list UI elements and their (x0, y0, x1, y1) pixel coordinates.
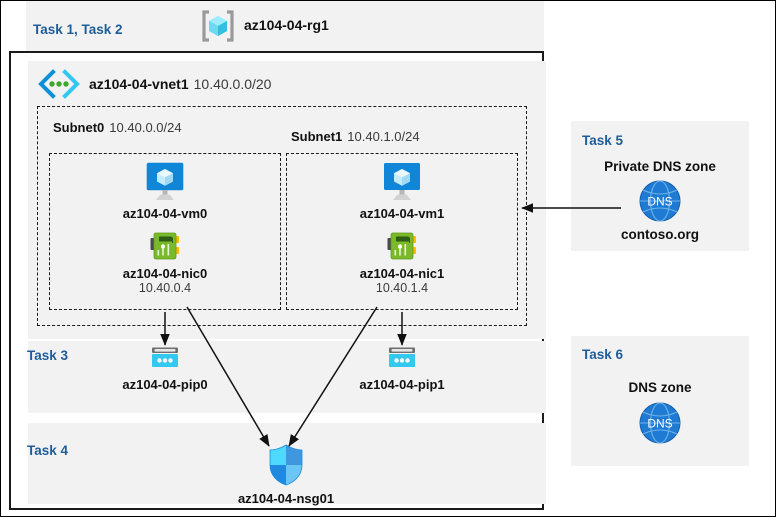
subnet1-name: Subnet1 (291, 129, 343, 144)
network-interface-icon (385, 229, 419, 263)
network-security-group-icon (266, 443, 306, 487)
nsg-node[interactable]: az104-04-nsg01 (216, 443, 356, 506)
subnet1-cidr: 10.40.1.0/24 (347, 129, 420, 144)
task6-panel (571, 336, 749, 466)
public-ip-address-icon (149, 345, 181, 373)
virtual-machine-icon (142, 161, 188, 203)
task-label-1-2: Task 1, Task 2 (33, 22, 123, 37)
dns-zone-node[interactable]: DNS zone DNS (571, 380, 749, 446)
svg-text:DNS: DNS (647, 195, 672, 209)
resource-group-name: az104-04-rg1 (244, 17, 329, 33)
nsg-name: az104-04-nsg01 (237, 491, 335, 506)
nic0-ip: 10.40.0.4 (138, 281, 192, 295)
vm1-name: az104-04-vm1 (359, 206, 445, 221)
subnets-region (37, 106, 527, 326)
subnet0-cidr: 10.40.0.0/24 (109, 120, 182, 135)
vm0-node[interactable]: az104-04-vm0 (105, 161, 225, 221)
subnet0-name: Subnet0 (53, 120, 105, 135)
dns-zone-icon: DNS (637, 400, 683, 446)
pip1-node[interactable]: az104-04-pip1 (342, 345, 462, 392)
nic1-ip: 10.40.1.4 (375, 281, 429, 295)
task-label-5: Task 5 (582, 133, 624, 148)
nic0-name: az104-04-nic0 (122, 266, 208, 281)
pip0-name: az104-04-pip0 (122, 377, 208, 392)
subnet1-title: Subnet1 10.40.1.0/24 (291, 129, 420, 144)
dns-zone-icon: DNS (637, 178, 683, 224)
vnet-title: az104-04-vnet1 10.40.0.0/20 (89, 76, 271, 92)
nic1-name: az104-04-nic1 (359, 266, 445, 281)
private-dns-zone-node[interactable]: Private DNS zone DNS contoso.org (571, 159, 749, 242)
private-dns-zone-title: Private DNS zone (604, 159, 716, 174)
nic1-node[interactable]: az104-04-nic1 10.40.1.4 (342, 229, 462, 295)
virtual-network-icon (37, 69, 81, 99)
resource-group-icon (200, 8, 236, 44)
nic0-node[interactable]: az104-04-nic0 10.40.0.4 (105, 229, 225, 295)
task-label-3: Task 3 (27, 348, 69, 363)
virtual-machine-icon (379, 161, 425, 203)
vm0-name: az104-04-vm0 (122, 206, 208, 221)
vm1-node[interactable]: az104-04-vm1 (342, 161, 462, 221)
private-dns-zone-name: contoso.org (621, 227, 699, 242)
svg-text:DNS: DNS (647, 417, 672, 431)
vnet-container (9, 51, 546, 510)
pip1-name: az104-04-pip1 (359, 377, 445, 392)
subnet0-box (49, 153, 281, 310)
subnet0-title: Subnet0 10.40.0.0/24 (53, 120, 182, 135)
vnet-address-space: 10.40.0.0/20 (193, 76, 272, 92)
task-label-6: Task 6 (582, 347, 624, 362)
task3-panel (28, 341, 546, 413)
network-interface-icon (148, 229, 182, 263)
task-label-4: Task 4 (27, 443, 69, 458)
resource-group-header (26, 1, 544, 51)
public-ip-address-icon (386, 345, 418, 373)
pip0-node[interactable]: az104-04-pip0 (105, 345, 225, 392)
subnet1-box (286, 153, 518, 310)
vnet-name: az104-04-vnet1 (89, 76, 189, 92)
dns-zone-title: DNS zone (628, 380, 692, 395)
vnet-body-panel (28, 61, 546, 339)
